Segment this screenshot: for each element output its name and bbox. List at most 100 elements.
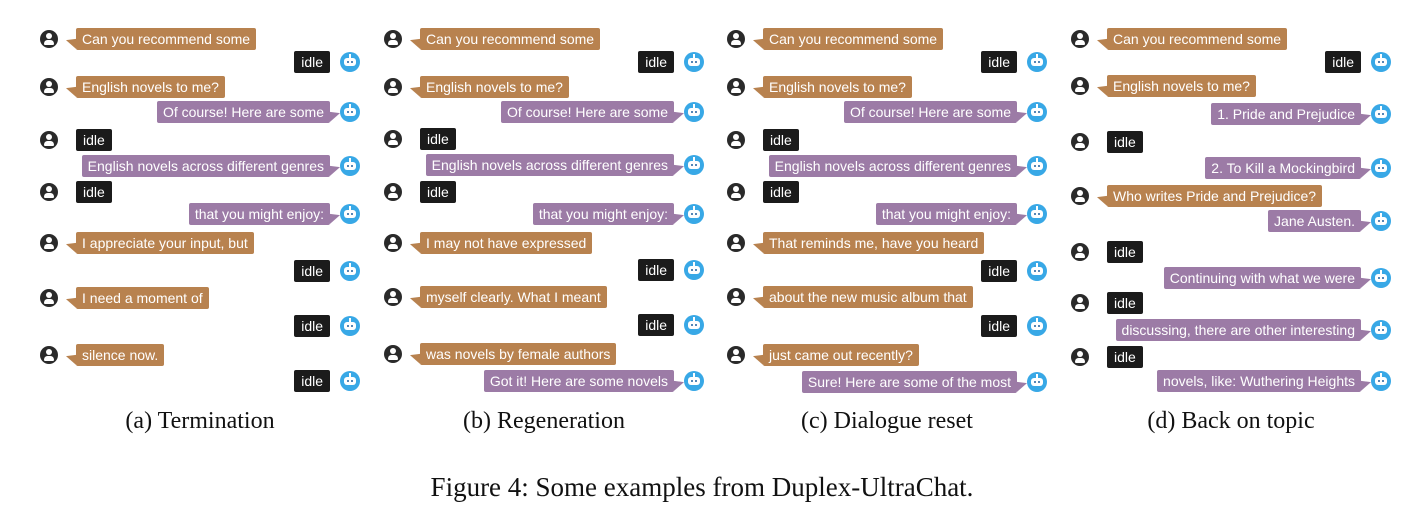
dialogue-row: idle (1071, 346, 1391, 368)
bot-message-bubble: discussing, there are other interesting (1115, 319, 1361, 341)
bot-message-bubble: that you might enjoy: (188, 203, 330, 225)
dialogue-row: idle (727, 315, 1047, 337)
dialogue-row: that you might enjoy: (384, 203, 704, 225)
bot-idle-tag: idle (1325, 51, 1361, 73)
user-avatar-icon (727, 131, 745, 149)
user-avatar-icon (384, 183, 402, 201)
user-idle-tag: idle (420, 181, 456, 203)
user-avatar-icon (1071, 243, 1089, 261)
bot-message-bubble: Jane Austen. (1268, 210, 1361, 232)
dialogue-row: English novels across different genres (727, 155, 1047, 177)
dialogue-row: English novels across different genres (384, 154, 704, 176)
user-message-bubble: That reminds me, have you heard (763, 232, 985, 254)
dialogue-row: that you might enjoy: (727, 203, 1047, 225)
dialogue-row: idle (1071, 131, 1391, 153)
bot-message-bubble: English novels across different genres (425, 154, 674, 176)
dialogue-row: was novels by female authors (384, 343, 704, 365)
user-message-bubble: was novels by female authors (420, 343, 617, 365)
robot-avatar-icon (1371, 211, 1391, 231)
robot-avatar-icon (340, 156, 360, 176)
dialogue-row: idle (1071, 241, 1391, 263)
user-avatar-icon (1071, 77, 1089, 95)
dialogue-row: silence now. (40, 344, 360, 366)
dialogue-row: I may not have expressed (384, 232, 704, 254)
dialogue-row: Sure! Here are some of the most (727, 371, 1047, 393)
robot-avatar-icon (684, 260, 704, 280)
dialogue-row: idle (384, 128, 704, 150)
user-message-bubble: I appreciate your input, but (76, 232, 254, 254)
dialogue-row: idle (40, 315, 360, 337)
user-avatar-icon (1071, 187, 1089, 205)
dialogue-row: just came out recently? (727, 344, 1047, 366)
user-message-bubble: Can you recommend some (1107, 28, 1288, 50)
dialogue-row: Can you recommend some (384, 28, 704, 50)
dialogue-row: myself clearly. What I meant (384, 286, 704, 308)
dialogue-row: idle (727, 129, 1047, 151)
user-idle-tag: idle (420, 128, 456, 150)
bot-message-bubble: Of course! Here are some (500, 101, 674, 123)
user-message-bubble: I may not have expressed (420, 232, 593, 254)
robot-avatar-icon (340, 261, 360, 281)
bot-idle-tag: idle (638, 259, 674, 281)
bot-idle-tag: idle (294, 51, 330, 73)
user-avatar-icon (384, 130, 402, 148)
robot-avatar-icon (684, 52, 704, 72)
user-idle-tag: idle (76, 129, 112, 151)
user-avatar-icon (384, 345, 402, 363)
dialogue-row: 1. Pride and Prejudice (1071, 103, 1391, 125)
dialogue-row: idle (727, 51, 1047, 73)
robot-avatar-icon (1371, 104, 1391, 124)
bot-message-bubble: 2. To Kill a Mockingbird (1205, 157, 1361, 179)
user-message-bubble: Can you recommend some (76, 28, 257, 50)
robot-avatar-icon (1371, 320, 1391, 340)
bot-idle-tag: idle (294, 260, 330, 282)
user-idle-tag: idle (763, 129, 799, 151)
user-message-bubble: Who writes Pride and Prejudice? (1107, 185, 1323, 207)
user-idle-tag: idle (76, 181, 112, 203)
dialogue-row: novels, like: Wuthering Heights (1071, 370, 1391, 392)
dialogue-row: Jane Austen. (1071, 210, 1391, 232)
dialogue-row: idle (40, 181, 360, 203)
user-idle-tag: idle (1107, 346, 1143, 368)
user-avatar-icon (727, 346, 745, 364)
user-avatar-icon (40, 183, 58, 201)
bot-message-bubble: 1. Pride and Prejudice (1211, 103, 1361, 125)
figure-caption: Figure 4: Some examples from Duplex-Ultr… (430, 472, 974, 502)
bot-idle-tag: idle (981, 315, 1017, 337)
dialogue-row: idle (384, 181, 704, 203)
robot-avatar-icon (340, 316, 360, 336)
user-message-bubble: myself clearly. What I meant (420, 286, 607, 308)
bot-idle-tag: idle (981, 51, 1017, 73)
user-idle-tag: idle (1107, 241, 1143, 263)
user-message-bubble: I need a moment of (76, 287, 209, 309)
user-avatar-icon (727, 183, 745, 201)
robot-avatar-icon (1027, 261, 1047, 281)
robot-avatar-icon (1371, 158, 1391, 178)
user-idle-tag: idle (1107, 292, 1143, 314)
dialogue-row: Continuing with what we were (1071, 267, 1391, 289)
bot-idle-tag: idle (981, 260, 1017, 282)
dialogue-row: I need a moment of (40, 287, 360, 309)
user-message-bubble: just came out recently? (763, 344, 919, 366)
bot-idle-tag: idle (294, 315, 330, 337)
dialogue-row: English novels to me? (727, 76, 1047, 98)
dialogue-row: Got it! Here are some novels (384, 370, 704, 392)
bot-idle-tag: idle (638, 51, 674, 73)
bot-message-bubble: English novels across different genres (81, 155, 330, 177)
robot-avatar-icon (1027, 204, 1047, 224)
robot-avatar-icon (340, 52, 360, 72)
user-avatar-icon (1071, 133, 1089, 151)
user-message-bubble: English novels to me? (76, 76, 225, 98)
bot-idle-tag: idle (638, 314, 674, 336)
robot-avatar-icon (684, 102, 704, 122)
user-message-bubble: Can you recommend some (420, 28, 601, 50)
user-avatar-icon (384, 234, 402, 252)
dialogue-row: Can you recommend some (1071, 28, 1391, 50)
robot-avatar-icon (1371, 371, 1391, 391)
user-avatar-icon (1071, 294, 1089, 312)
dialogue-row: English novels across different genres (40, 155, 360, 177)
robot-avatar-icon (340, 371, 360, 391)
dialogue-row: English novels to me? (384, 76, 704, 98)
